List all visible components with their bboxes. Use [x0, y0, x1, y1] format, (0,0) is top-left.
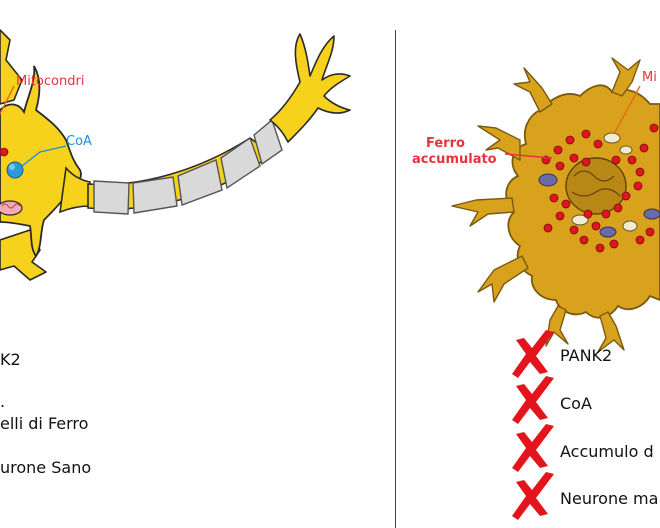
- healthy-neuron: [0, 29, 351, 281]
- myelin-sheaths: [93, 118, 283, 215]
- x-mark-icon: [512, 424, 554, 472]
- left-list-item: urone Sano: [0, 458, 92, 477]
- damaged-organelles: [538, 173, 660, 238]
- coa-molecule: [6, 161, 24, 179]
- iron-label-line2: accumulato: [412, 152, 497, 167]
- mitochondria-label: Mitocondri: [16, 74, 85, 89]
- x-marks: [512, 330, 554, 520]
- iron-dot: [0, 147, 9, 157]
- iron-pointer: [504, 153, 553, 159]
- x-mark-icon: [512, 472, 554, 520]
- panel-divider: [395, 30, 396, 528]
- coa-label: CoA: [66, 134, 92, 149]
- coa-pointer: [21, 145, 67, 167]
- mitochondria-pointer: [0, 85, 15, 115]
- iron-label-line1: Ferro: [426, 136, 465, 151]
- left-list-item: K2: [0, 350, 21, 369]
- axon-terminal: [269, 33, 351, 143]
- damaged-neuron: [451, 57, 660, 353]
- mito-right-pointer: [613, 85, 641, 135]
- mitochondrion: [0, 200, 23, 216]
- left-list-item: .: [0, 392, 6, 411]
- right-list-item: Accumulo d: [560, 442, 654, 461]
- right-list-item: CoA: [560, 394, 592, 413]
- x-mark-icon: [512, 376, 554, 424]
- left-list-item: elli di Ferro: [0, 414, 89, 433]
- damaged-dendrites: [451, 57, 641, 353]
- damaged-mitochondria: [571, 132, 638, 232]
- right-list-item: Neurone ma: [560, 489, 659, 508]
- mitochondria-right-label: Mi: [642, 70, 657, 85]
- iron-deposits: [541, 123, 659, 253]
- right-list-item: PANK2: [560, 346, 613, 365]
- x-mark-icon: [512, 330, 554, 378]
